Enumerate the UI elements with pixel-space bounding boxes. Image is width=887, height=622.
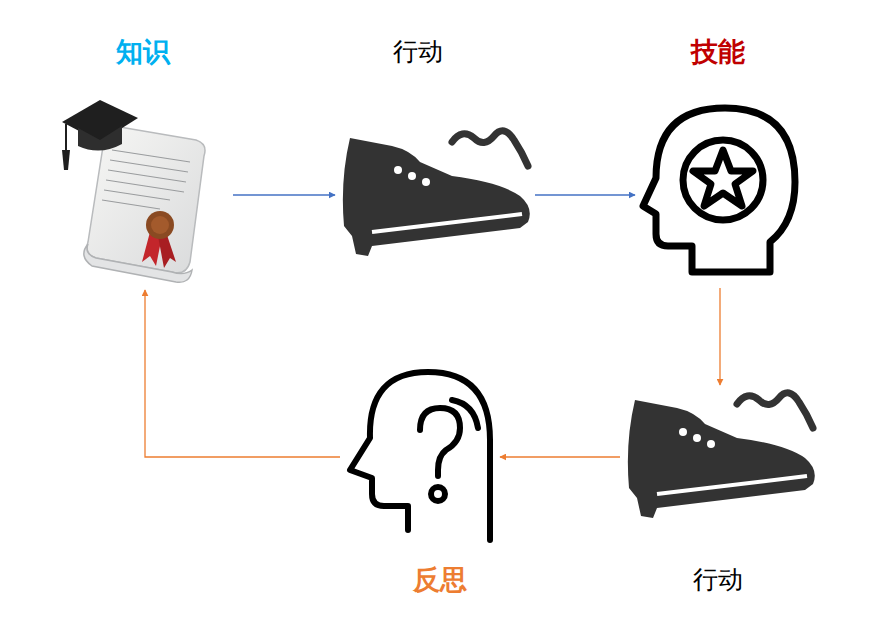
arrow-connector xyxy=(145,290,340,457)
arrow-connector xyxy=(535,194,635,195)
node-label: 行动 xyxy=(393,37,443,67)
arrow-connector xyxy=(500,456,620,457)
head-question-icon xyxy=(350,372,490,540)
head-star-icon xyxy=(643,108,795,272)
skill-node: 技能 xyxy=(635,30,803,288)
action-node: 行动 xyxy=(620,385,818,600)
arrow-connector xyxy=(233,194,335,195)
boot-icon xyxy=(343,131,530,256)
node-label: 技能 xyxy=(691,36,745,68)
boot-icon xyxy=(628,393,815,518)
node-label: 反思 xyxy=(413,564,467,596)
arrow-connector xyxy=(719,288,720,385)
node-label: 行动 xyxy=(693,565,743,595)
node-label: 知识 xyxy=(116,36,170,68)
diploma-icon xyxy=(62,100,205,282)
knowledge-node: 知识 xyxy=(55,30,233,290)
reflection-node: 反思 xyxy=(340,365,500,600)
action-node: 行动 xyxy=(335,30,535,260)
